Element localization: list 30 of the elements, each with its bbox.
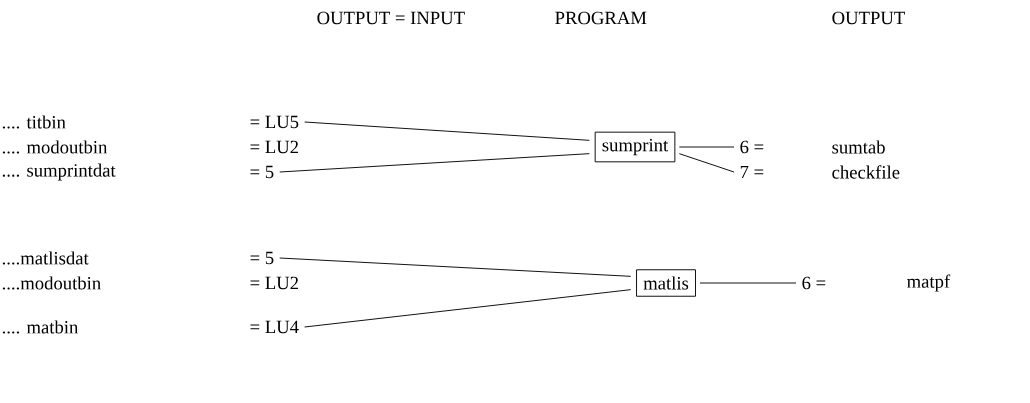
connector-line — [304, 289, 632, 328]
assignment-text: 6 = — [802, 276, 826, 290]
connector-line — [699, 282, 797, 284]
label-text: ....matlisdat — [2, 251, 89, 265]
label-text: ....modoutbin — [2, 276, 101, 290]
connector-line — [678, 153, 735, 173]
connector-line — [678, 146, 735, 148]
connector-line — [279, 257, 632, 277]
label-text: .... sumprintdat — [2, 163, 116, 181]
label-text: .... matbin — [2, 320, 79, 334]
label-text: sumtab — [832, 140, 885, 154]
connector-line — [304, 121, 590, 141]
program-box: sumprint — [594, 131, 676, 163]
column-heading: PROGRAM — [555, 11, 647, 25]
program-box: matlis — [636, 269, 696, 297]
column-heading: OUTPUT = INPUT — [317, 11, 465, 25]
assignment-text: 6 = — [740, 140, 764, 154]
label-text: .... modoutbin — [2, 140, 108, 154]
label-text: .... titbin — [2, 115, 66, 129]
label-text: checkfile — [832, 165, 900, 179]
connector-line — [279, 153, 590, 173]
assignment-text: = LU5 — [250, 115, 299, 129]
label-text: = LU2 — [250, 276, 298, 290]
assignment-text: 7 = — [740, 165, 764, 179]
label-text: matpf — [907, 274, 951, 292]
assignment-text: = LU4 — [250, 320, 299, 334]
assignment-text: = 5 — [250, 251, 274, 265]
label-text: = LU2 — [250, 140, 298, 154]
assignment-text: = 5 — [250, 165, 274, 179]
column-heading: OUTPUT — [832, 11, 905, 25]
